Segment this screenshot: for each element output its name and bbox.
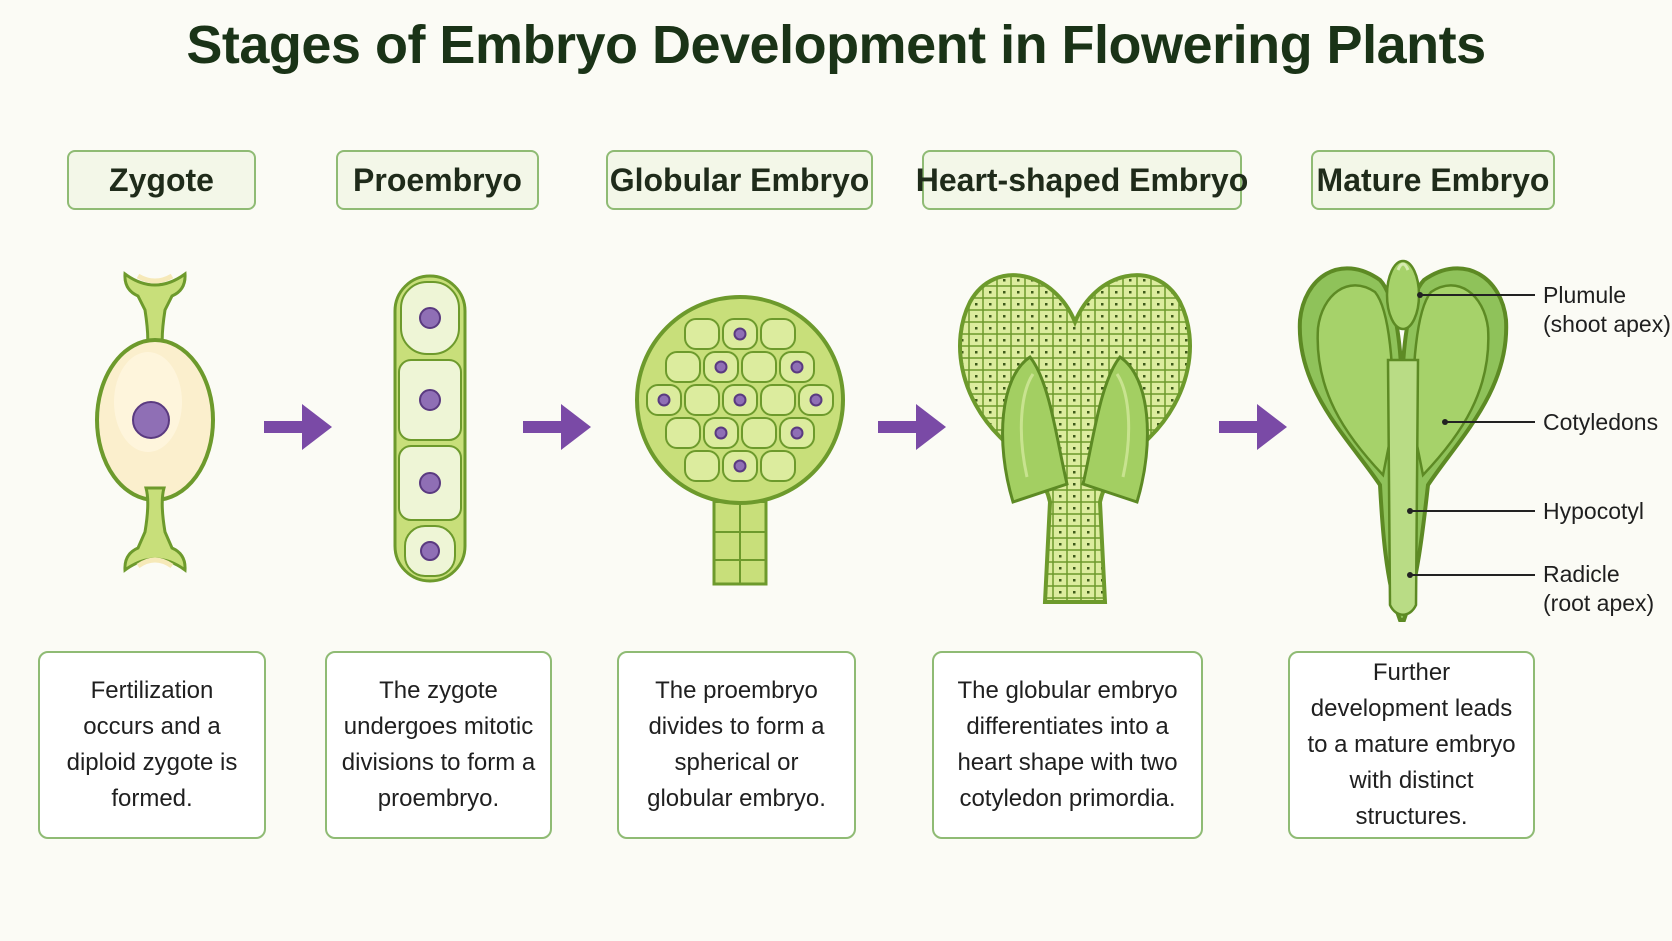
right-arrow-icon <box>264 404 332 450</box>
embryo-cell <box>665 417 701 449</box>
right-arrow-icon <box>878 404 946 450</box>
cell-nucleus <box>733 393 747 407</box>
embryo-cell <box>665 351 701 383</box>
stage-label-mature: Mature Embryo <box>1311 150 1555 210</box>
callout-plumule: Plumule (shoot apex) <box>1543 281 1671 339</box>
cell-nucleus <box>790 426 804 440</box>
callout-plumule-note: (shoot apex) <box>1543 311 1671 337</box>
embryo-cell <box>760 450 796 482</box>
callout-radicle-name: Radicle <box>1543 561 1620 587</box>
description-proembryo-text: The zygote undergoes mitotic divisions t… <box>341 677 536 812</box>
right-arrow-icon <box>523 404 591 450</box>
cell-nucleus <box>714 360 728 374</box>
right-arrow-icon <box>1219 404 1287 450</box>
embryo-cell <box>741 351 777 383</box>
stage-label-proembryo: Proembryo <box>336 150 539 210</box>
cell-nucleus <box>733 459 747 473</box>
page-title: Stages of Embryo Development in Flowerin… <box>186 15 1486 75</box>
mature-embryo-figure <box>1297 259 1509 622</box>
cell-nucleus <box>733 327 747 341</box>
callout-hypocotyl-name: Hypocotyl <box>1543 498 1644 524</box>
description-proembryo: The zygote undergoes mitotic divisions t… <box>325 651 552 839</box>
cell-nucleus <box>714 426 728 440</box>
description-zygote: Fertilization occurs and a diploid zygot… <box>38 651 266 839</box>
proembryo-figure <box>393 274 467 583</box>
description-globular: The proembryo divides to form a spherica… <box>617 651 856 839</box>
callout-radicle: Radicle (root apex) <box>1543 560 1654 618</box>
description-mature: Further development leads to a mature em… <box>1288 651 1535 839</box>
callout-cotyledons-name: Cotyledons <box>1543 409 1659 435</box>
cell-nucleus <box>809 393 823 407</box>
zygote-figure <box>95 271 215 573</box>
heart-embryo-figure <box>958 273 1192 604</box>
description-heart: The globular embryo differentiates into … <box>932 651 1203 839</box>
cell-nucleus <box>657 393 671 407</box>
description-mature-text: Further development leads to a mature em… <box>1307 659 1516 830</box>
callout-cotyledons: Cotyledons <box>1543 408 1658 437</box>
callout-plumule-name: Plumule <box>1543 282 1627 308</box>
embryo-cell <box>684 318 720 350</box>
embryo-cell <box>741 417 777 449</box>
globular-embryo-figure <box>635 295 845 586</box>
embryo-cell <box>684 384 720 416</box>
callout-hypocotyl: Hypocotyl <box>1543 497 1644 526</box>
callout-radicle-note: (root apex) <box>1543 590 1655 616</box>
description-zygote-text: Fertilization occurs and a diploid zygot… <box>66 677 238 812</box>
embryo-cell <box>760 384 796 416</box>
stage-label-zygote: Zygote <box>67 150 256 210</box>
embryo-cell <box>684 450 720 482</box>
stage-label-heart: Heart-shaped Embryo <box>916 150 1248 210</box>
description-heart-text: The globular embryo differentiates into … <box>957 677 1178 812</box>
cell-nucleus <box>790 360 804 374</box>
description-globular-text: The proembryo divides to form a spherica… <box>647 677 826 812</box>
stage-label-globular: Globular Embryo <box>606 150 873 210</box>
embryo-cell <box>760 318 796 350</box>
